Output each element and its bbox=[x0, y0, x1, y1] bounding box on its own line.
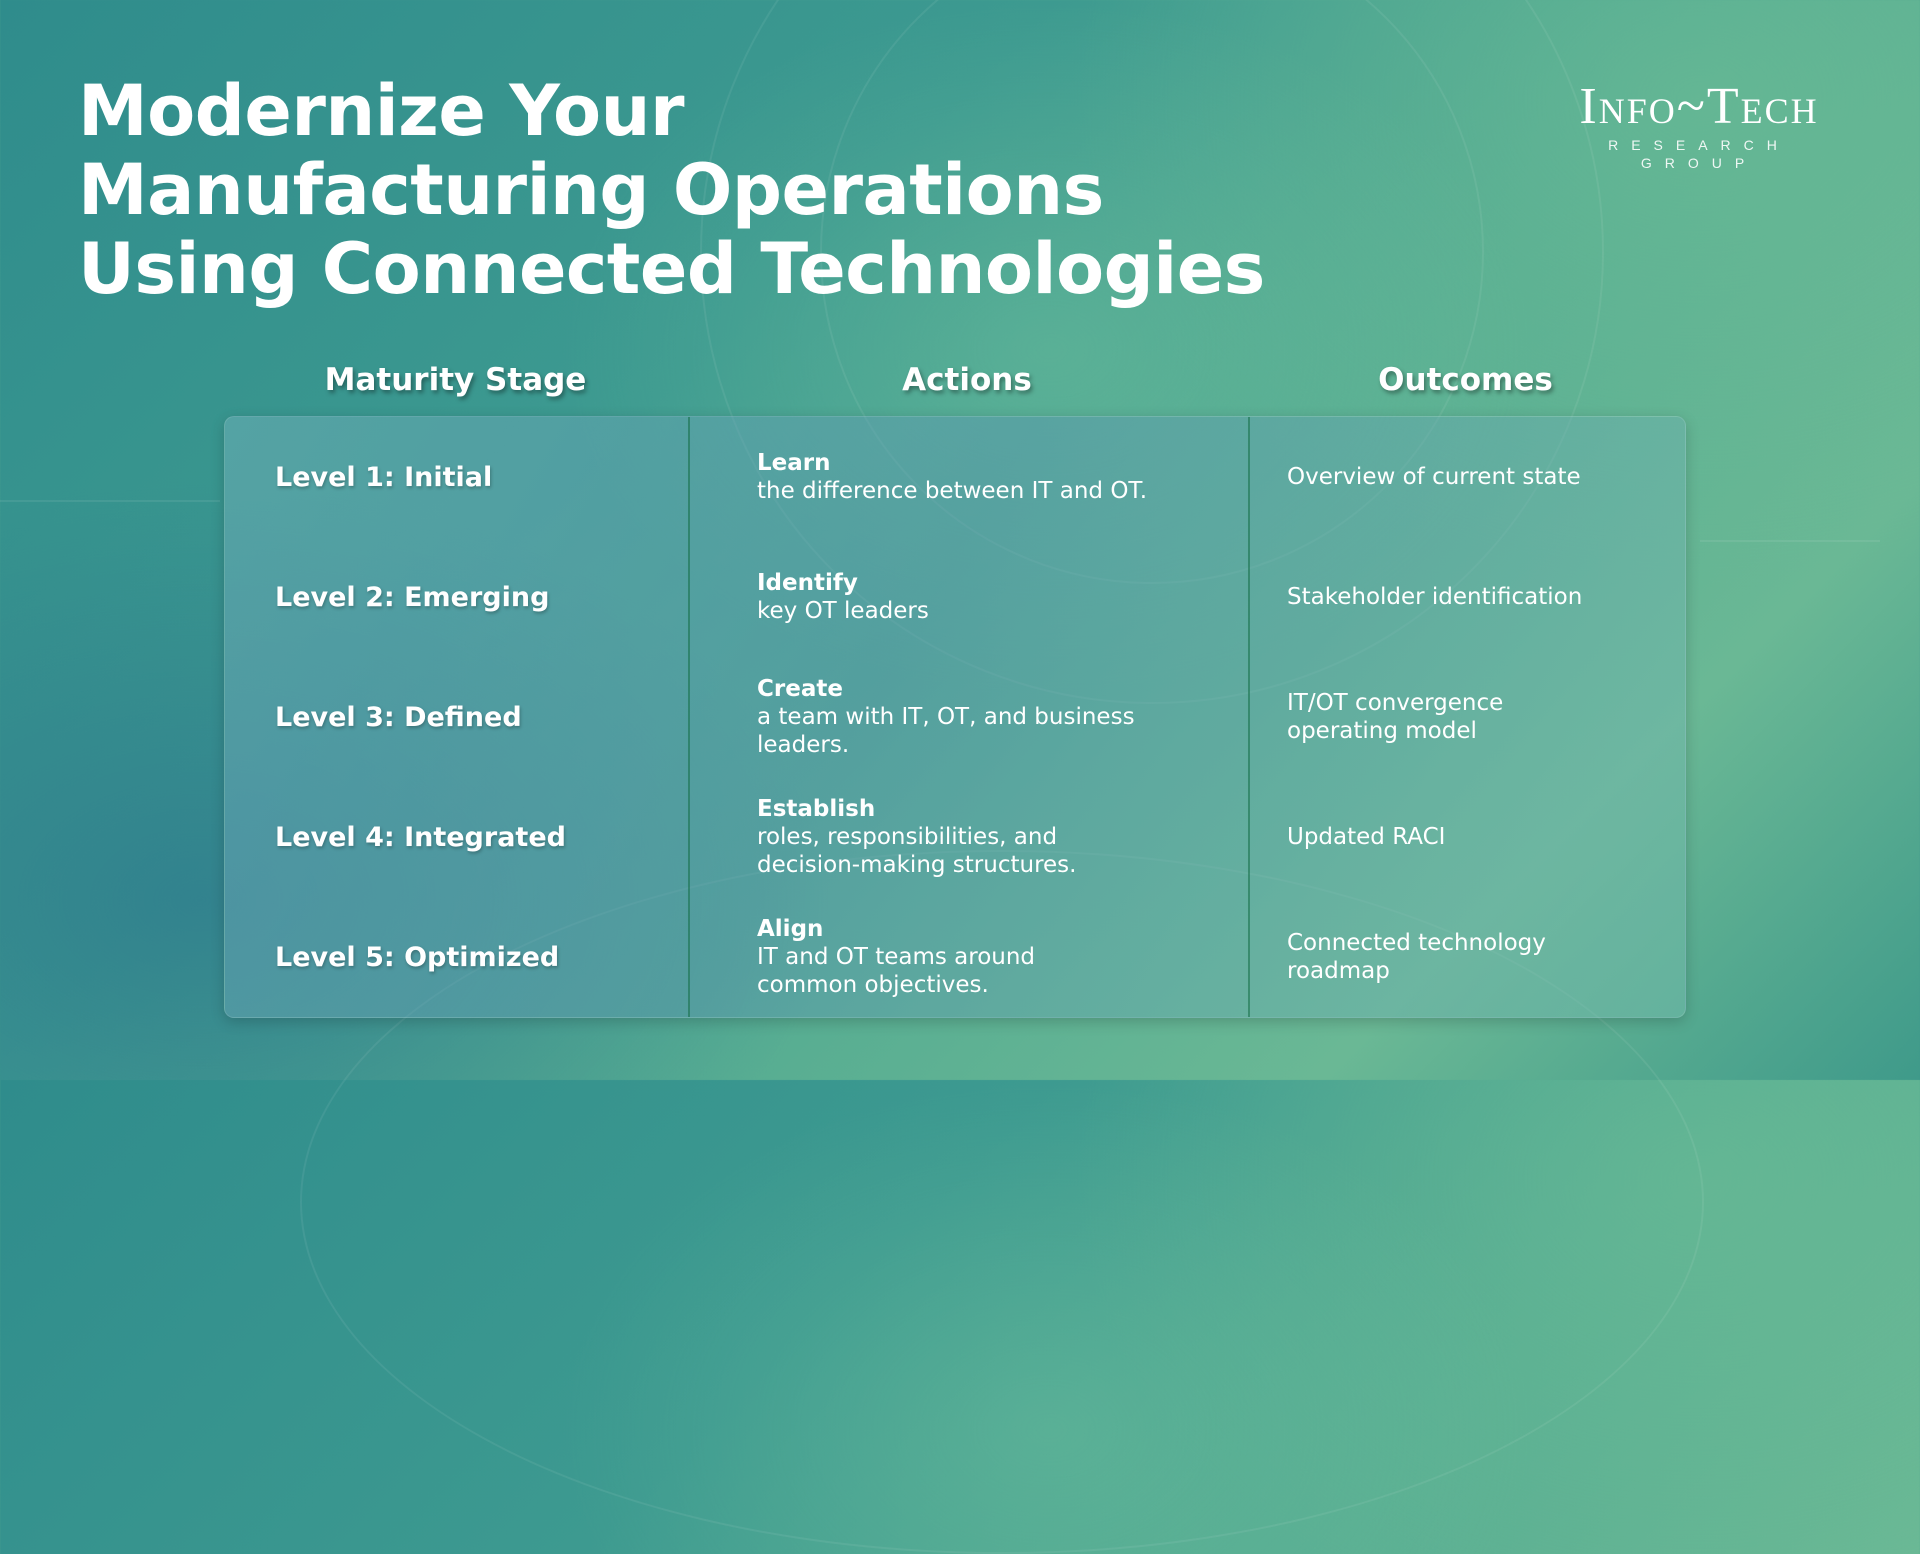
title-line-2: Manufacturing Operations bbox=[78, 149, 1104, 231]
info-tech-logo: Info~Tech RESEARCH GROUP bbox=[1546, 80, 1852, 172]
table-row: Level 4: Integrated Establish roles, res… bbox=[225, 777, 1685, 897]
action-text: roles, responsibilities, and decision-ma… bbox=[757, 824, 1077, 878]
action-cell: Create a team with IT, OT, and business … bbox=[757, 657, 1197, 777]
action-cell: Identify key OT leaders bbox=[757, 537, 1197, 657]
table-row: Level 5: Optimized Align IT and OT teams… bbox=[225, 897, 1685, 1017]
table-row: Level 2: Emerging Identify key OT leader… bbox=[225, 537, 1685, 657]
header-maturity-stage: Maturity Stage bbox=[324, 362, 587, 398]
outcome-cell: Updated RACI bbox=[1287, 824, 1446, 850]
action-verb: Identify bbox=[757, 570, 858, 596]
action-text: key OT leaders bbox=[757, 598, 929, 624]
stage-cell: Level 3: Defined bbox=[275, 701, 522, 733]
table-row: Level 1: Initial Learn the difference be… bbox=[225, 417, 1685, 537]
logo-tagline: RESEARCH GROUP bbox=[1608, 137, 1790, 171]
action-cell: Align IT and OT teams around common obje… bbox=[757, 897, 1197, 1017]
title-line-1: Modernize Your bbox=[78, 70, 684, 152]
action-verb: Establish bbox=[757, 796, 876, 822]
table-row: Level 3: Defined Create a team with IT, … bbox=[225, 657, 1685, 777]
header-outcomes: Outcomes bbox=[1378, 362, 1553, 398]
action-text: a team with IT, OT, and business leaders… bbox=[757, 704, 1135, 758]
stage-cell: Level 4: Integrated bbox=[275, 821, 566, 853]
action-verb: Align bbox=[757, 916, 824, 942]
maturity-table: Level 1: Initial Learn the difference be… bbox=[224, 416, 1686, 1018]
outcome-cell: Connected technology roadmap bbox=[1287, 930, 1546, 984]
action-text: IT and OT teams around common objectives… bbox=[757, 944, 1036, 998]
action-cell: Establish roles, responsibilities, and d… bbox=[757, 777, 1197, 897]
stage-cell: Level 2: Emerging bbox=[275, 581, 550, 613]
action-text: the difference between IT and OT. bbox=[757, 478, 1148, 504]
action-cell: Learn the difference between IT and OT. bbox=[757, 417, 1197, 537]
column-divider bbox=[688, 417, 690, 1017]
header-actions: Actions bbox=[902, 362, 1032, 398]
background-circuit-line bbox=[1700, 540, 1880, 542]
logo-wordmark: Info~Tech bbox=[1579, 78, 1819, 135]
outcome-cell: IT/OT convergence operating model bbox=[1287, 690, 1504, 744]
page-title: Modernize Your Manufacturing Operations … bbox=[78, 72, 1265, 309]
outcome-cell: Stakeholder identification bbox=[1287, 584, 1583, 610]
stage-cell: Level 5: Optimized bbox=[275, 941, 560, 973]
title-line-3: Using Connected Technologies bbox=[78, 228, 1265, 310]
column-divider bbox=[1248, 417, 1250, 1017]
action-verb: Learn bbox=[757, 450, 831, 476]
stage-cell: Level 1: Initial bbox=[275, 461, 493, 493]
outcome-cell: Overview of current state bbox=[1287, 464, 1581, 490]
background-circuit-line bbox=[0, 500, 220, 502]
action-verb: Create bbox=[757, 676, 843, 702]
